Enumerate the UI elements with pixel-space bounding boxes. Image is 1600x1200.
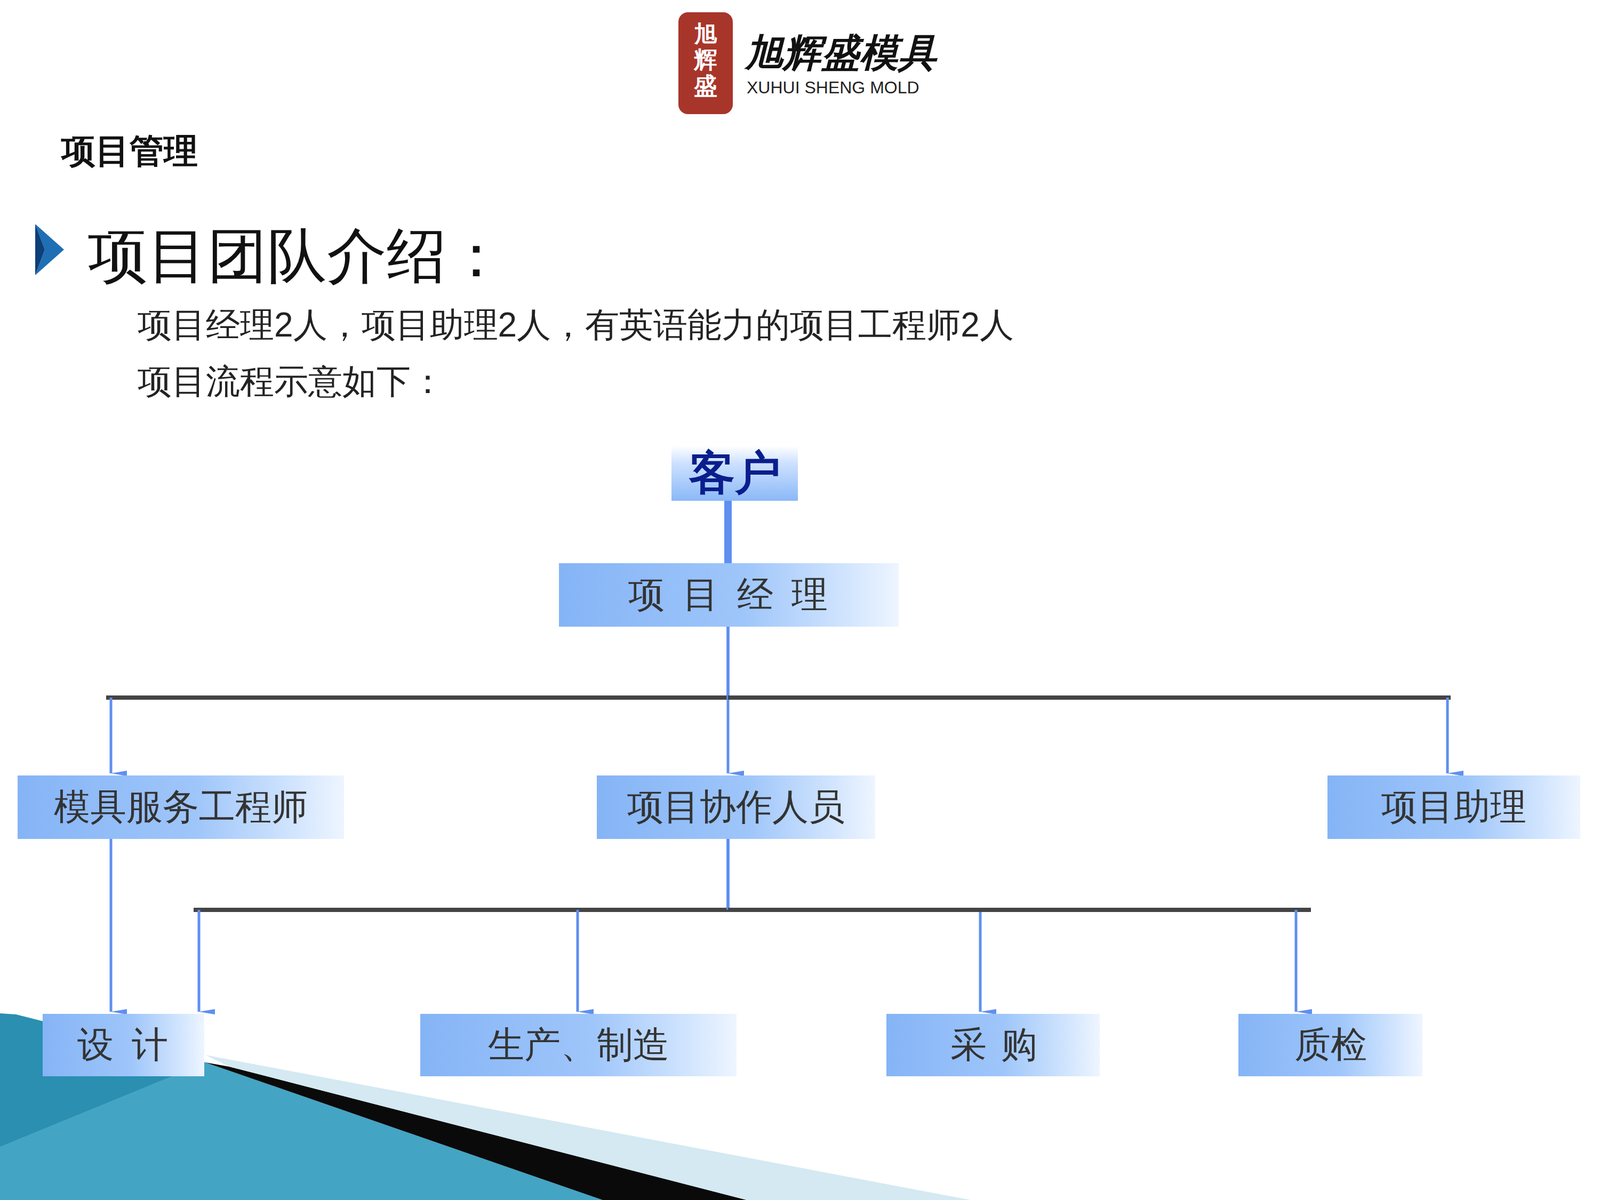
connector xyxy=(728,838,981,1012)
connector xyxy=(728,838,1296,1012)
box-label: 采购 xyxy=(950,1020,1052,1070)
logo-seal-text: 旭辉盛 xyxy=(693,21,718,99)
connector xyxy=(110,838,112,1012)
task-box: 生产、制造 xyxy=(420,1013,737,1077)
role-box: 项目协作人员 xyxy=(596,775,876,839)
connector-segment xyxy=(110,695,728,700)
bullet-chevron xyxy=(35,224,64,276)
connector xyxy=(110,626,728,774)
connector-segment xyxy=(728,907,1296,912)
connector-segment xyxy=(576,909,580,1012)
connector-segment xyxy=(726,838,730,910)
box-label: 客户 xyxy=(689,442,781,505)
connector xyxy=(728,626,1448,774)
box-label: 项目协作人员 xyxy=(627,782,845,832)
connector-segment xyxy=(979,909,982,1012)
connector-segment xyxy=(109,838,113,1012)
role-box: 项目助理 xyxy=(1327,775,1581,839)
connector-segment xyxy=(1294,909,1298,1012)
connector-segment xyxy=(724,500,732,564)
client-box: 客户 xyxy=(671,445,798,501)
section-heading: 项目管理 xyxy=(61,128,198,175)
connector xyxy=(198,838,728,1012)
box-label: 项目经理 xyxy=(628,570,846,620)
connector-segment xyxy=(197,909,201,1012)
corner-stripe xyxy=(205,1062,747,1200)
connector-segment xyxy=(726,626,730,698)
connector-segment xyxy=(109,697,113,774)
corner-stripe-light xyxy=(205,1054,971,1200)
logo-seal xyxy=(678,12,733,115)
logo-name: 旭辉盛模具 xyxy=(744,27,937,79)
flow-note: 项目流程示意如下： xyxy=(137,358,445,405)
task-box: 质检 xyxy=(1238,1013,1423,1077)
task-box: 采购 xyxy=(886,1013,1100,1077)
connector-segment xyxy=(726,838,730,910)
branch-bar xyxy=(193,907,1311,912)
connector-segment xyxy=(726,626,730,774)
connector-segment xyxy=(726,838,730,910)
connector-segment xyxy=(726,626,730,698)
team-note: 项目经理2人，项目助理2人，有英语能力的项目工程师2人 xyxy=(137,301,1014,349)
connector-segment xyxy=(198,907,728,912)
box-label: 项目助理 xyxy=(1381,782,1527,832)
box-label: 模具服务工程师 xyxy=(53,782,308,832)
connector xyxy=(728,500,729,564)
manager-box: 项目经理 xyxy=(558,563,899,627)
branch-bar xyxy=(106,695,1451,700)
connector-segment xyxy=(1446,697,1450,774)
connector-segment xyxy=(726,838,730,910)
logo-subtitle: XUHUI SHENG MOLD xyxy=(746,77,920,98)
connector xyxy=(577,838,728,1012)
connector-segment xyxy=(577,907,728,912)
slide-title: 项目团队介绍： xyxy=(88,216,507,297)
connector xyxy=(728,626,729,774)
bullet-chevron-shade xyxy=(35,224,45,276)
box-label: 设计 xyxy=(77,1020,187,1070)
box-label: 质检 xyxy=(1294,1020,1367,1070)
connector-segment xyxy=(728,695,1448,700)
role-box: 模具服务工程师 xyxy=(17,775,344,839)
task-box: 设计 xyxy=(42,1013,205,1077)
box-label: 生产、制造 xyxy=(488,1020,670,1070)
